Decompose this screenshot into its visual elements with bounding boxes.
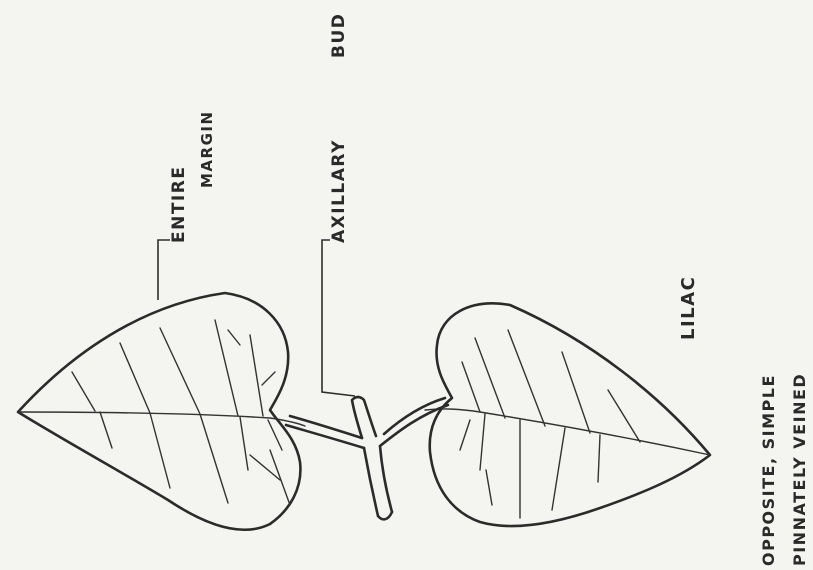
upper-leaf-midrib xyxy=(18,412,305,426)
lilac-label: LILAC xyxy=(678,276,699,340)
lower-petiole xyxy=(380,398,448,446)
lower-leaf-outline xyxy=(430,303,710,526)
description-line-1: OPPOSITE, SIMPLE xyxy=(759,374,778,566)
stem-tip xyxy=(378,512,392,519)
axillary-label: AXILLARY xyxy=(329,139,349,243)
axillary-bud-leader xyxy=(322,240,355,396)
stem xyxy=(286,397,448,519)
upper-leaf xyxy=(18,293,305,530)
entire-label: ENTIRE xyxy=(169,166,189,243)
bud-label: BUD xyxy=(329,13,349,58)
upper-leaf-outline xyxy=(18,293,300,530)
upper-petiole xyxy=(286,416,364,448)
axillary-bud xyxy=(352,397,376,438)
description-line-2: PINNATELY VEINED xyxy=(790,373,809,566)
main-stem xyxy=(364,446,392,516)
margin-label: MARGIN xyxy=(198,110,216,188)
lower-leaf-midrib xyxy=(425,409,710,455)
entire-margin-leader xyxy=(158,240,170,300)
lower-leaf xyxy=(425,303,710,526)
